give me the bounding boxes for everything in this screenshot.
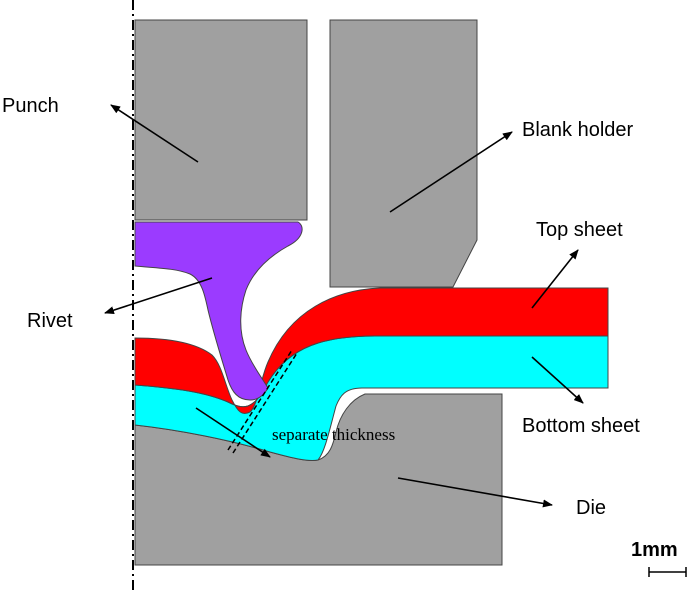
separate-thickness-line-b — [232, 352, 298, 454]
scale-bar — [648, 567, 687, 577]
blank-holder-arrow — [389, 131, 513, 213]
separate-thickness-label: separate thickness — [272, 425, 395, 444]
punch-shape — [134, 19, 308, 221]
scale-label: 1mm — [631, 539, 678, 561]
blank-holder-shape — [329, 19, 478, 288]
die-label: Die — [576, 497, 606, 519]
punch-label: Punch — [2, 95, 59, 117]
punch-arrow — [110, 104, 199, 163]
die-arrow — [397, 477, 553, 508]
blank-holder-label: Blank holder — [522, 119, 634, 141]
bottom-sheet-arrow — [531, 356, 584, 404]
separate-thickness-arrow — [195, 407, 271, 458]
rivet-shape — [134, 221, 303, 401]
rivet-arrow — [104, 277, 213, 315]
bottom-sheet-label: Bottom sheet — [522, 415, 640, 437]
top-sheet-label: Top sheet — [536, 219, 623, 241]
top-sheet-arrow — [531, 249, 579, 309]
top-sheet-shape — [134, 287, 609, 414]
rivet-label: Rivet — [27, 310, 73, 332]
separate-thickness-line-a — [227, 349, 293, 451]
